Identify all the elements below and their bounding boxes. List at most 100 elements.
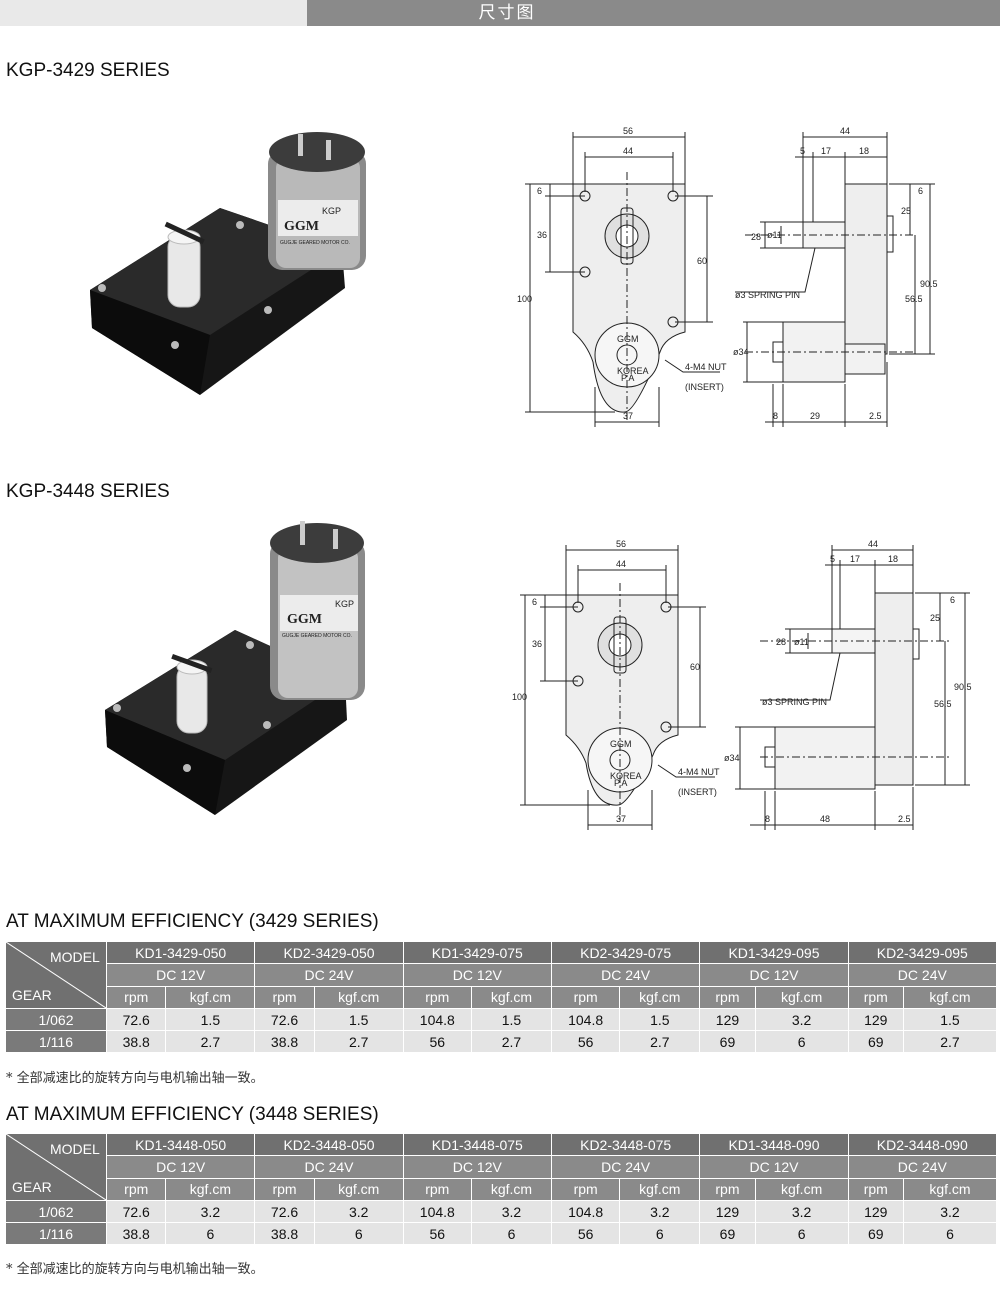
table-row: 1/116 38.8 6 38.8 6 56 6 56 6 69 6 69 6 <box>5 1222 998 1245</box>
voltage: DC 12V <box>105 963 256 987</box>
cell-value: 56 <box>550 1222 621 1245</box>
cell-value: 56 <box>550 1030 621 1053</box>
gear-label: GEAR <box>12 1179 52 1195</box>
unit-rpm: rpm <box>402 1177 472 1202</box>
table-row: 1/116 38.8 2.7 38.8 2.7 56 2.7 56 2.7 69… <box>5 1030 998 1053</box>
unit-rpm: rpm <box>402 985 472 1010</box>
dim-front-width: 56 <box>623 126 633 136</box>
cell-value: 56 <box>402 1222 472 1245</box>
cell-value: 3.2 <box>619 1200 701 1223</box>
model-name: KD1-3448-090 <box>699 1132 849 1157</box>
dim-side-5: 5 <box>830 554 835 564</box>
model-name: KD2-3448-050 <box>254 1132 404 1157</box>
dim-front-height: 100 <box>517 294 532 304</box>
dim-side-width: 44 <box>868 539 878 549</box>
model-name: KD1-3448-050 <box>105 1132 256 1157</box>
voltage: DC 24V <box>550 1155 701 1179</box>
unit-rpm: rpm <box>847 1177 904 1202</box>
dim-side-28: 28 <box>751 232 761 242</box>
cell-value: 72.6 <box>105 1008 167 1031</box>
cell-value: 38.8 <box>254 1030 315 1053</box>
screw-icon <box>98 284 106 292</box>
unit-rpm: rpm <box>254 1177 315 1202</box>
cell-value: 6 <box>754 1222 849 1245</box>
motor-photo-3429: KGP GGM GUGJE GEARED MOTOR CO. <box>90 132 366 395</box>
motor-terminal <box>333 529 338 549</box>
cell-value: 6 <box>470 1222 552 1245</box>
voltage: DC 12V <box>402 963 552 987</box>
table-title-3429: AT MAXIMUM EFFICIENCY (3429 SERIES) <box>6 911 379 932</box>
unit-rpm: rpm <box>699 1177 756 1202</box>
motor-label-maker: GUGJE GEARED MOTOR CO. <box>280 240 350 246</box>
dim-side-90-5: 90.5 <box>920 279 938 289</box>
series-title-3429: KGP-3429 SERIES <box>6 60 170 81</box>
dim-side-11: ø11 <box>767 230 782 240</box>
drawing-3429: 56 44 100 6 36 60 37 4-M4 NUT (INSERT) G… <box>517 126 938 427</box>
spring-pin-note: ø3 SPRING PIN <box>762 697 827 707</box>
dim-side-2-5: 2.5 <box>869 411 882 421</box>
cell-value: 129 <box>699 1200 756 1223</box>
cell-value: 104.8 <box>550 1008 621 1031</box>
cell-value: 3.2 <box>470 1200 552 1223</box>
dim-side-5: 5 <box>800 146 805 156</box>
cell-value: 2.7 <box>902 1030 998 1053</box>
spring-pin <box>164 221 205 245</box>
cell-value: 3.2 <box>165 1200 256 1223</box>
cell-value: 56 <box>402 1030 472 1053</box>
dim-side-25: 25 <box>930 613 940 623</box>
cell-value: 38.8 <box>254 1222 315 1245</box>
spring-pin-note: ø3 SPRING PIN <box>735 290 800 300</box>
nut-note: 4-M4 NUT <box>678 767 720 777</box>
cell-value: 6 <box>619 1222 701 1245</box>
gear-ratio: 1/116 <box>5 1030 107 1053</box>
model-name: KD1-3429-095 <box>699 940 849 965</box>
motor-photo-3448: KGP GGM GUGJE GEARED MOTOR CO. <box>105 521 365 815</box>
series-title-3448: KGP-3448 SERIES <box>6 481 170 502</box>
drawing-label-korea: KOREA <box>617 366 649 376</box>
cell-value: 72.6 <box>105 1200 167 1223</box>
motor-terminal <box>298 134 303 156</box>
dim-side-2-5: 2.5 <box>898 814 911 824</box>
unit-torque: kgf.cm <box>313 985 404 1010</box>
unit-rpm: rpm <box>550 985 621 1010</box>
dim-side-motor-length: 29 <box>810 411 820 421</box>
motor-label <box>278 200 358 236</box>
dim-side-28: 28 <box>776 637 786 647</box>
cell-value: 129 <box>847 1008 904 1031</box>
gear-label: GEAR <box>12 987 52 1003</box>
cell-value: 6 <box>165 1222 256 1245</box>
table-note-3429: * 全部减速比的旋转方向与电机输出轴一致。 <box>6 1071 264 1086</box>
screw-icon <box>246 641 254 649</box>
model-name: KD2-3429-075 <box>550 940 701 965</box>
cell-value: 69 <box>699 1030 756 1053</box>
gear-ratio: 1/062 <box>5 1008 107 1031</box>
model-gear-header: MODEL GEAR <box>5 941 107 1009</box>
dim-side-17: 17 <box>821 146 831 156</box>
cell-value: 1.5 <box>902 1008 998 1031</box>
dim-side-25: 25 <box>901 206 911 216</box>
side-gearbox <box>844 183 888 355</box>
cell-value: 1.5 <box>470 1008 552 1031</box>
unit-rpm: rpm <box>699 985 756 1010</box>
model-name: KD1-3429-075 <box>402 940 552 965</box>
dim-side-8: 8 <box>765 814 770 824</box>
voltage: DC 12V <box>105 1155 256 1179</box>
unit-rpm: rpm <box>847 985 904 1010</box>
motor-label-brand: GGM <box>287 612 322 627</box>
gear-ratio: 1/062 <box>5 1200 107 1223</box>
unit-rpm: rpm <box>105 985 167 1010</box>
side-gearbox <box>874 592 914 786</box>
dim-front-top: 6 <box>532 597 537 607</box>
cell-value: 69 <box>847 1222 904 1245</box>
table-row: 1/062 72.6 3.2 72.6 3.2 104.8 3.2 104.8 … <box>5 1200 998 1223</box>
table-row: 1/062 72.6 1.5 72.6 1.5 104.8 1.5 104.8 … <box>5 1008 998 1031</box>
voltage: DC 12V <box>699 963 849 987</box>
cell-value: 38.8 <box>105 1030 167 1053</box>
cell-value: 129 <box>699 1008 756 1031</box>
dim-front-60: 60 <box>690 662 700 672</box>
dim-side-width: 44 <box>840 126 850 136</box>
header-right-bar <box>307 0 1000 26</box>
drawing-label-brand: GGM <box>617 334 639 344</box>
unit-torque: kgf.cm <box>619 985 701 1010</box>
cell-value: 2.7 <box>165 1030 256 1053</box>
